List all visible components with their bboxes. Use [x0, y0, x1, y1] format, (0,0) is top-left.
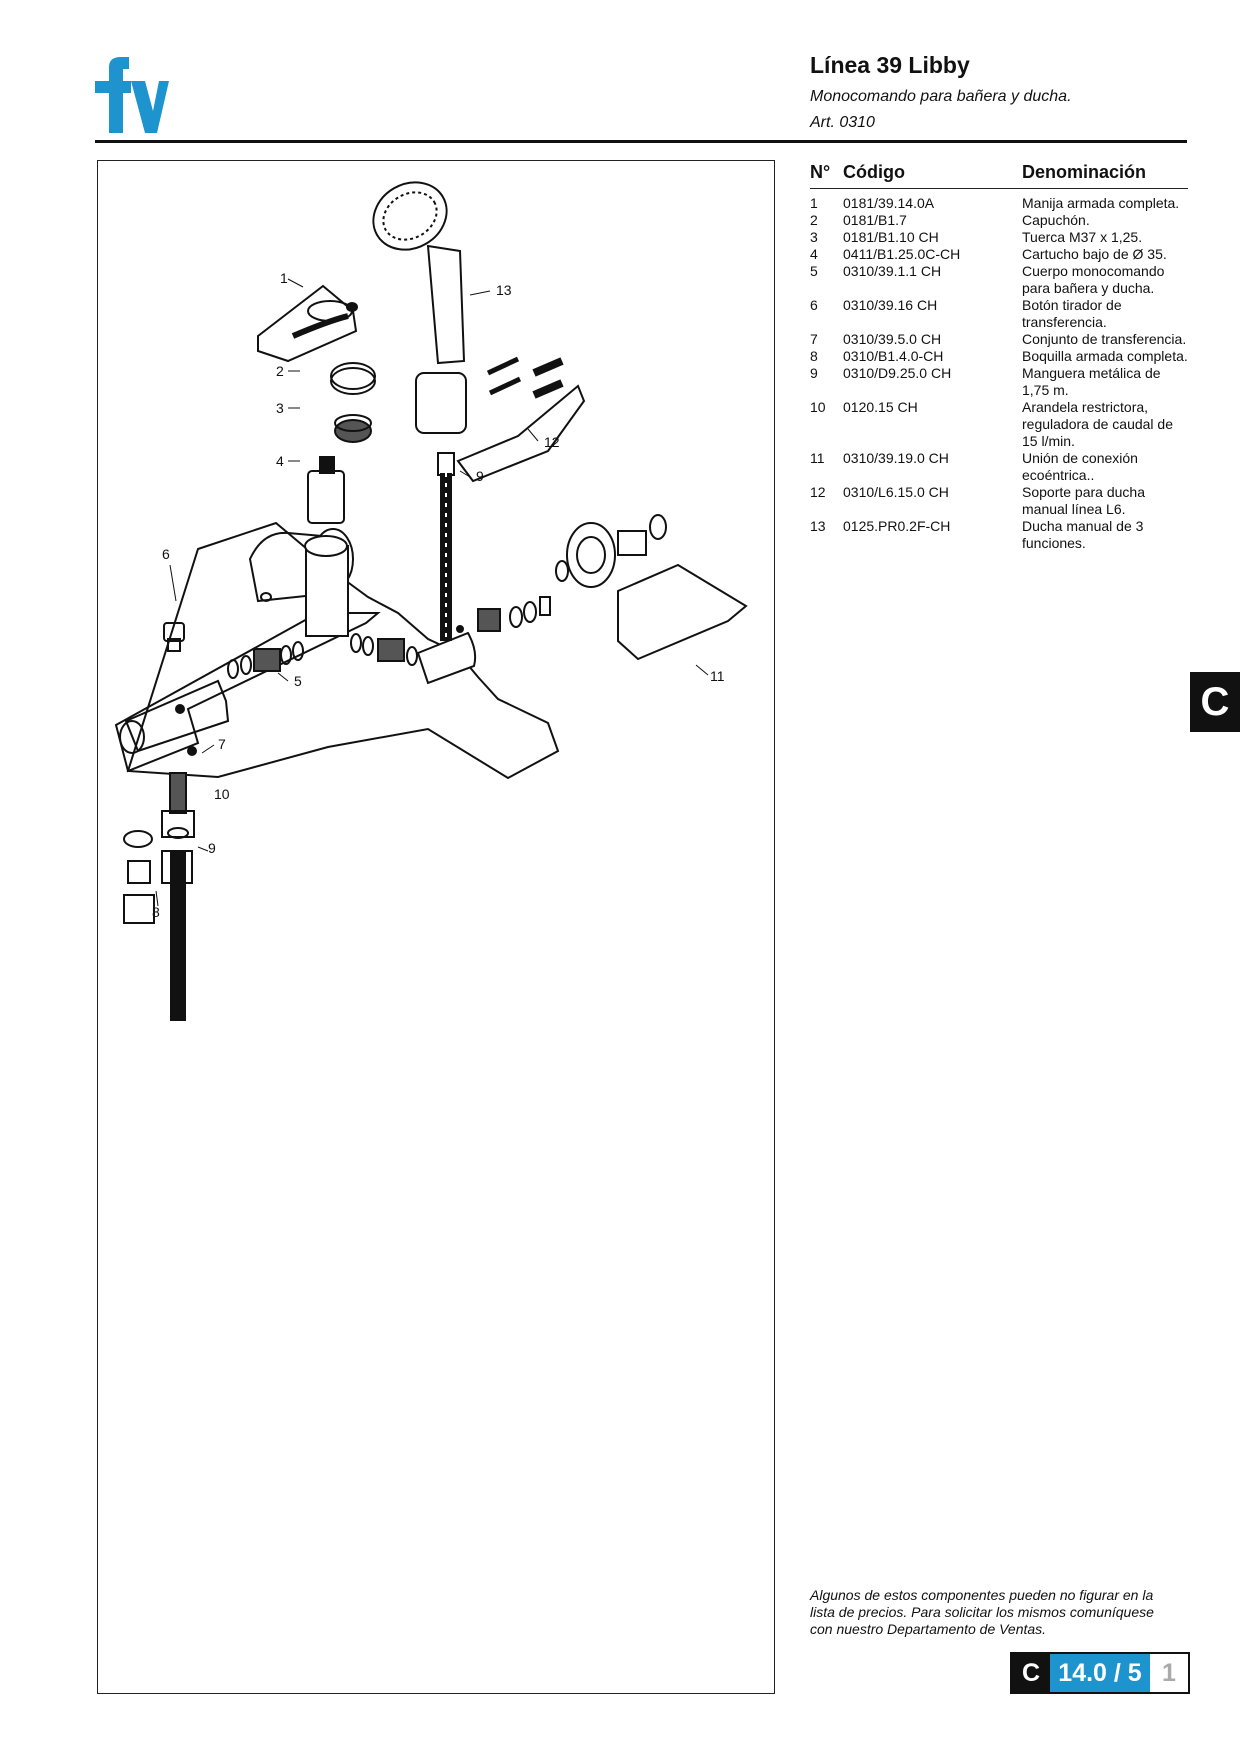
part-number: 8	[810, 348, 818, 364]
header-rule	[95, 140, 1187, 143]
part-name: Unión de conexión ecoéntrica..	[1022, 450, 1138, 483]
page-title: Línea 39 Libby	[810, 52, 970, 78]
part-name: Boquilla armada completa.	[1022, 348, 1188, 364]
header-name: Denominación	[1022, 162, 1147, 182]
svg-text:2: 2	[276, 363, 284, 379]
part-number: 5	[810, 263, 818, 279]
part-code: 0310/B1.4.0-CH	[843, 348, 944, 364]
part-code: 0310/39.1.1 CH	[843, 263, 942, 279]
part-number: 6	[810, 297, 818, 313]
part-number: 10	[810, 399, 826, 415]
part-name: Manija armada completa.	[1022, 195, 1180, 211]
table-row: 13 0125.PR0.2F-CH Ducha manual de 3 funcio…	[810, 518, 1188, 552]
part-name: Cuerpo monocomando para bañera y ducha.	[1022, 263, 1165, 296]
page-code-number: 14.0 / 5	[1050, 1654, 1150, 1692]
part-name: Capuchón.	[1022, 212, 1090, 228]
svg-text:6: 6	[162, 546, 170, 562]
table-row: 10 0120.15 CH Arandela restrictora, regula…	[810, 399, 1188, 450]
footnote: Algunos de estos componentes pueden no f…	[810, 1587, 1154, 1637]
callout-labels: 1 2 3 4 6 5 7 10 9 8 9 13 12 11	[152, 270, 725, 920]
page-code-section: C	[1012, 1654, 1050, 1692]
part-code: 0310/L6.15.0 CH	[843, 484, 949, 500]
page-code: C 14.0 / 5 1	[1010, 1652, 1190, 1694]
table-row: 3 0181/B1.10 CH Tuerca M37 x 1,25.	[810, 229, 1188, 246]
svg-text:7: 7	[218, 736, 226, 752]
part-number: 4	[810, 246, 818, 262]
svg-text:10: 10	[214, 786, 230, 802]
svg-text:3: 3	[276, 400, 284, 416]
part-number: 3	[810, 229, 818, 245]
part-code: 0310/39.5.0 CH	[843, 331, 942, 347]
table-row: 2 0181/B1.7 Capuchón.	[810, 212, 1188, 229]
table-row: 1 0181/39.14.0A Manija armada completa.	[810, 195, 1188, 212]
part-code: 0125.PR0.2F-CH	[843, 518, 951, 534]
part-code: 0310/39.19.0 CH	[843, 450, 949, 466]
svg-text:4: 4	[276, 453, 284, 469]
header-number: N°	[810, 162, 831, 182]
part-number: 1	[810, 195, 818, 211]
parts-table-header: N° Código Denominación	[810, 160, 1188, 189]
svg-text:5: 5	[294, 673, 302, 689]
part-name: Cartucho bajo de Ø 35.	[1022, 246, 1167, 262]
part-code: 0310/39.16 CH	[843, 297, 938, 313]
table-row: 8 0310/B1.4.0-CH Boquilla armada completa.	[810, 348, 1188, 365]
part-name: Ducha manual de 3 funciones.	[1022, 518, 1144, 551]
part-name: Soporte para ducha manual línea L6.	[1022, 484, 1145, 517]
header-code: Código	[843, 162, 905, 182]
part-code: 0181/39.14.0A	[843, 195, 935, 211]
table-row: 9 0310/D9.25.0 CH Manguera metálica de 1,7…	[810, 365, 1188, 399]
svg-text:9: 9	[208, 840, 216, 856]
part-number: 2	[810, 212, 818, 228]
part-number: 7	[810, 331, 818, 347]
page-code-page: 1	[1150, 1654, 1188, 1692]
exploded-diagram: 1 2 3 4 6 5 7 10 9 8 9 13 12 11	[114, 181, 748, 1021]
svg-text:8: 8	[152, 904, 160, 920]
part-name: Tuerca M37 x 1,25.	[1022, 229, 1143, 245]
part-name: Arandela restrictora, reguladora de caud…	[1022, 399, 1174, 449]
parts-table: N° Código Denominación 1 0181/39.14.0A Man…	[810, 160, 1188, 552]
part-name: Botón tirador de transferencia.	[1022, 297, 1122, 330]
exploded-diagram-frame: 1 2 3 4 6 5 7 10 9 8 9 13 12 11	[97, 160, 775, 1694]
part-code: 0310/D9.25.0 CH	[843, 365, 952, 381]
table-row: 4 0411/B1.25.0C-CH Cartucho bajo de Ø 35.	[810, 246, 1188, 263]
section-tab: C	[1190, 672, 1240, 732]
part-number: 13	[810, 518, 826, 534]
part-name: Manguera metálica de 1,75 m.	[1022, 365, 1161, 398]
svg-text:11: 11	[710, 668, 725, 684]
table-row: 12 0310/L6.15.0 CH Soporte para ducha manu…	[810, 484, 1188, 518]
table-row: 11 0310/39.19.0 CH Unión de conexión ecoén…	[810, 450, 1188, 484]
part-code: 0181/B1.10 CH	[843, 229, 939, 245]
table-row: 5 0310/39.1.1 CH Cuerpo monocomando para b…	[810, 263, 1188, 297]
article-number: Art. 0310	[810, 114, 875, 131]
svg-text:12: 12	[544, 434, 560, 450]
part-number: 12	[810, 484, 826, 500]
fv-logo	[95, 57, 169, 133]
part-code: 0411/B1.25.0C-CH	[843, 246, 961, 262]
part-number: 11	[810, 450, 825, 466]
table-row: 6 0310/39.16 CH Botón tirador de transfere…	[810, 297, 1188, 331]
svg-text:13: 13	[496, 282, 512, 298]
part-number: 9	[810, 365, 818, 381]
table-row: 7 0310/39.5.0 CH Conjunto de transferencia…	[810, 331, 1188, 348]
page-subtitle: Monocomando para bañera y ducha.	[810, 88, 1072, 105]
svg-text:1: 1	[280, 270, 288, 286]
part-code: 0120.15 CH	[843, 399, 918, 415]
svg-text:9: 9	[476, 468, 484, 484]
part-name: Conjunto de transferencia.	[1022, 331, 1187, 347]
part-code: 0181/B1.7	[843, 212, 907, 228]
